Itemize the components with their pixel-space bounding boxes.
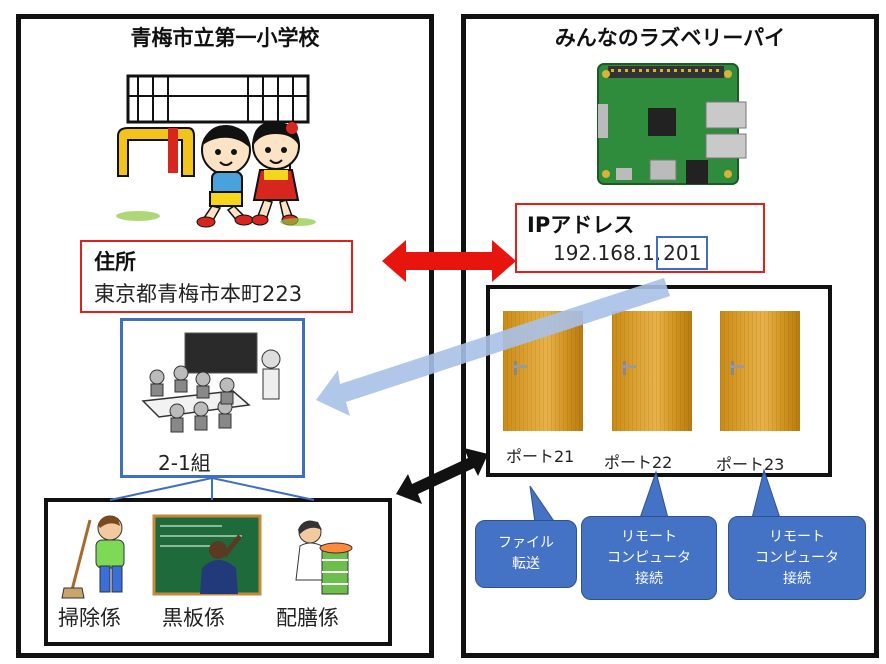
ip-address-value: 192.168.1.201	[553, 236, 709, 270]
callout-remote-22-line2: コンピュータ	[607, 549, 691, 566]
ip-address-box: IPアドレス 192.168.1.201	[515, 203, 765, 273]
ip-address-network-part: 192.168.1.	[553, 241, 662, 265]
role-label-blackboard: 黒板係	[162, 606, 225, 630]
port-23-label: ポート23	[716, 455, 785, 474]
callout-remote-22-line1: リモート	[621, 528, 677, 545]
roles-box: 掃除係 黒板係 配膳係	[44, 498, 392, 646]
ip-address-host-part: 201	[656, 236, 709, 270]
port-22-door-handle-icon	[622, 361, 636, 375]
ports-box: ポート21 ポート22 ポート23	[486, 285, 832, 477]
classroom-box: 2-1組	[120, 318, 305, 478]
address-value: 東京都青梅市本町223	[94, 282, 303, 306]
raspberry-pi-board-illustration	[597, 63, 747, 185]
roles-ports-double-arrow	[396, 448, 488, 504]
callout-file-transfer: ファイル 転送	[475, 520, 577, 588]
address-box: 住所 東京都青梅市本町223	[80, 240, 353, 313]
address-ip-double-arrow	[382, 240, 516, 282]
callout-file-transfer-line1: ファイル	[498, 535, 554, 551]
callout-remote-22-line3: 接続	[635, 570, 663, 587]
blackboard-role-icon	[152, 514, 262, 596]
callout-remote-connection-23: リモート コンピュータ 接続	[728, 516, 866, 600]
classroom-illustration	[141, 332, 281, 433]
address-heading: 住所	[94, 250, 136, 274]
callout-remote-23-line1: リモート	[769, 528, 825, 545]
ip-address-heading: IPアドレス	[527, 213, 635, 237]
role-label-cleaning: 掃除係	[58, 606, 121, 630]
callout-file-transfer-line2: 転送	[512, 556, 540, 572]
class-roles-lines	[109, 477, 315, 501]
host-class-arrow	[316, 278, 670, 416]
port-21-door-handle-icon	[513, 361, 527, 375]
raspberry-pi-title: みんなのラズベリーパイ	[554, 26, 786, 50]
port-21-label: ポート21	[506, 447, 575, 466]
port-23-door-handle-icon	[730, 361, 744, 375]
class-label: 2-1組	[158, 451, 211, 475]
role-label-serving: 配膳係	[276, 606, 339, 630]
school-children-illustration	[116, 74, 316, 228]
callout-remote-connection-22: リモート コンピュータ 接続	[581, 516, 717, 600]
cleaning-role-icon	[61, 515, 125, 599]
school-title: 青梅市立第一小学校	[130, 26, 320, 50]
serving-role-icon	[295, 520, 353, 595]
port-22-label: ポート22	[604, 453, 673, 472]
callout-remote-23-line3: 接続	[783, 570, 811, 587]
callout-remote-23-line2: コンピュータ	[755, 549, 839, 566]
